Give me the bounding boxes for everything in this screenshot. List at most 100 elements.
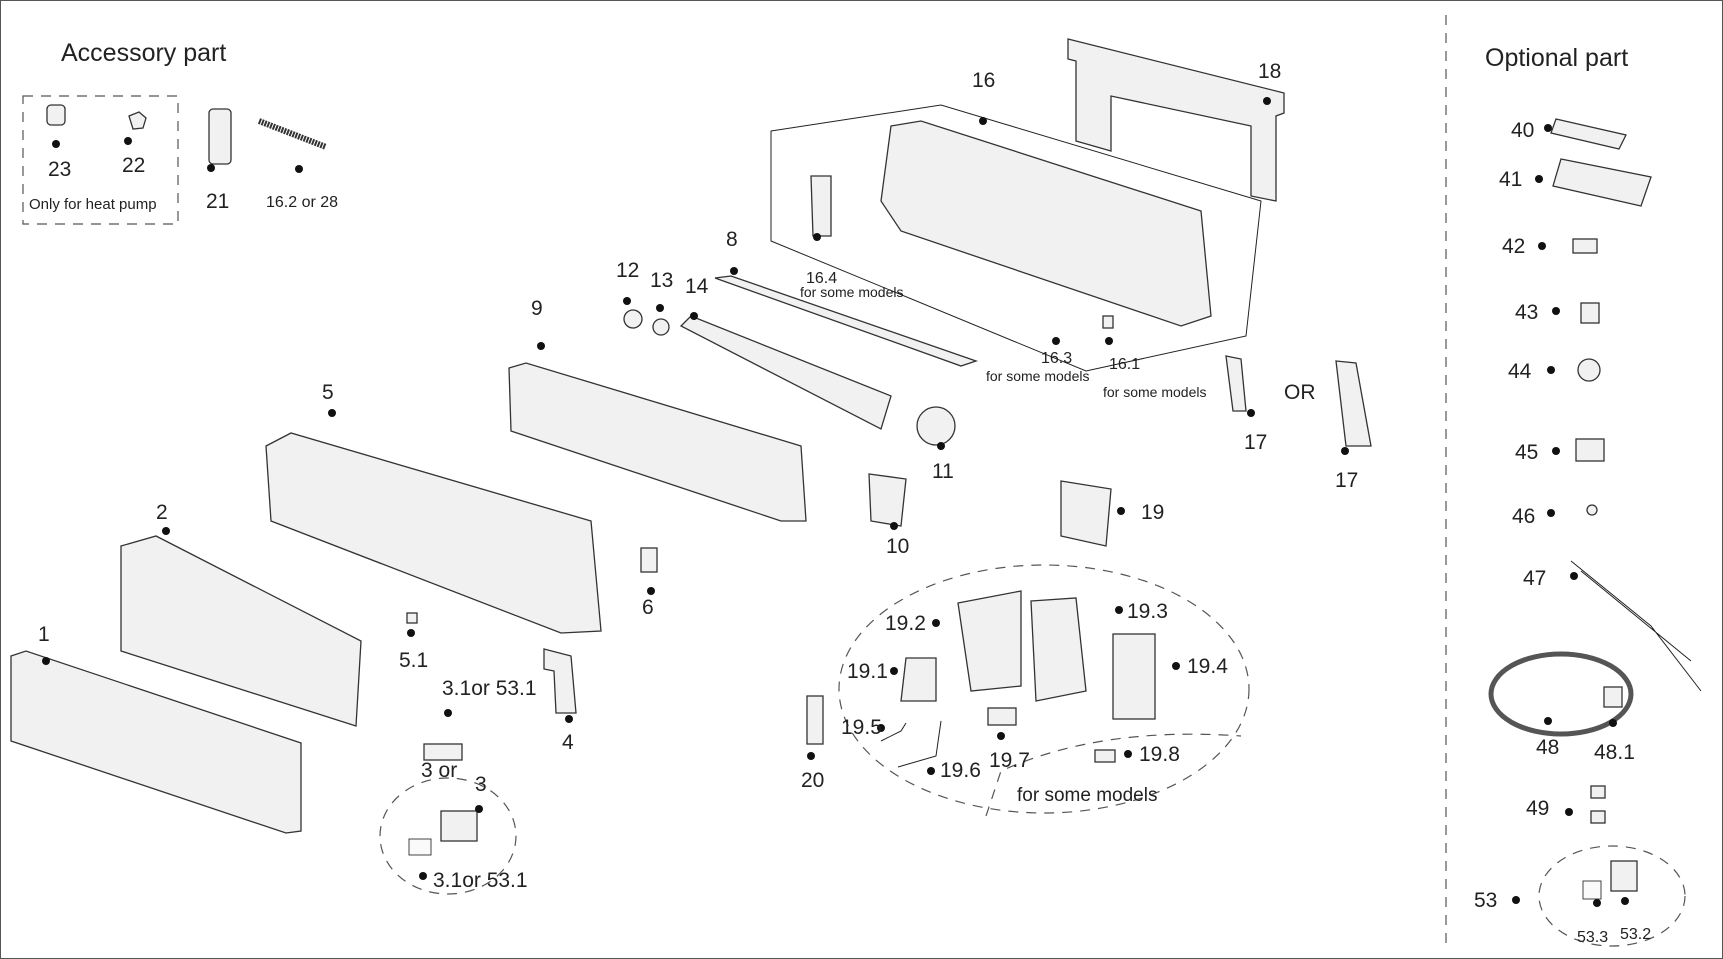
callout-dot [1570,572,1578,580]
callout-label: 8 [726,228,738,251]
callout-label: 17 [1244,431,1267,454]
callout-label: 19.7 [989,749,1030,772]
callout-label: 16.2 or 28 [266,194,338,211]
callout-label: 20 [801,769,824,792]
part-20 [806,695,824,745]
callout-dot [1124,750,1132,758]
part-19-1 [900,657,937,702]
part-17b [1335,360,1372,447]
part-14-fan [679,315,892,430]
callout-dot [623,297,631,305]
callout-dot [162,527,170,535]
part-42 [1572,238,1598,254]
callout-label: 19.6 [940,759,981,782]
callout-label: 41 [1499,168,1522,191]
display-board-group-outline [379,777,517,895]
part-23-fitting [46,104,66,126]
callout-dot [328,409,336,417]
callout-label: 53.2 [1620,926,1651,943]
part-40-filter [1550,118,1627,150]
callout-dot [1117,507,1125,515]
callout-label: 45 [1515,441,1538,464]
part-10 [868,473,907,527]
control-box-group-outline [838,564,1250,814]
callout-dot [1052,337,1060,345]
part-22-nut [128,111,147,130]
callout-dot [890,667,898,675]
part-44 [1577,358,1601,382]
callout-dot [1544,124,1552,132]
callout-dot [1535,175,1543,183]
callout-dot [1115,606,1123,614]
some-models-subgroup-outline [985,733,1242,817]
part-53-3 [1582,880,1602,900]
callout-label: 14 [685,275,709,298]
part-16-2-drain-hose [257,118,328,150]
heat-pump-note: Only for heat pump [29,196,157,213]
part-48-1 [1603,686,1623,708]
callout-label: 3.1or 53.1 [442,677,537,700]
callout-label: for some models [1017,785,1157,806]
part-3-1 [408,838,432,856]
part-19-8 [1094,749,1116,763]
callout-label: 16.1 [1109,356,1140,373]
callout-dot [927,767,935,775]
part-49b [1590,810,1606,824]
callout-label: 19.5 [841,716,882,739]
part-19-control-box [1060,480,1112,547]
part-3-display [423,743,463,761]
callout-label: for some models [1103,384,1206,400]
callout-label: 19.4 [1187,655,1228,678]
callout-label: 5.1 [399,649,428,672]
callout-dot [1538,242,1546,250]
callout-dot [295,165,303,173]
part-19-4 [1112,633,1156,720]
callout-label: 12 [616,259,639,282]
callout-label: 3 or [421,759,457,782]
callout-dot [932,619,940,627]
part-18-mounting-plate [1067,38,1285,202]
part-47-wire [1570,560,1702,692]
callout-dot [1512,896,1520,904]
callout-label: 2 [156,501,168,524]
part-43 [1580,302,1600,324]
callout-dot [1593,899,1601,907]
callout-label: 16.4 [806,270,837,287]
callout-dot [1609,719,1617,727]
callout-dot [890,522,898,530]
callout-dot [1247,409,1255,417]
callout-label: 21 [206,190,229,213]
callout-label: 19.8 [1139,743,1180,766]
callout-dot [1263,97,1271,105]
callout-label: 10 [886,535,909,558]
callout-label: 49 [1526,797,1549,820]
callout-label: 22 [122,154,145,177]
part-12-bearing [623,309,643,329]
callout-label: 23 [48,158,71,181]
part-6 [640,547,658,573]
callout-dot [1547,366,1555,374]
accessory-part-title: Accessory part [61,39,226,67]
part-45 [1575,438,1605,462]
callout-dot [1105,337,1113,345]
part-41-filter-frame [1552,158,1652,207]
part-1-front-panel [10,650,302,834]
part-19-5-19-6-sensors [880,720,942,768]
callout-dot [1552,307,1560,315]
callout-dot [444,709,452,717]
callout-dot [207,164,215,172]
callout-dot [877,724,885,732]
part-11-motor [916,406,956,446]
callout-label: 19.1 [847,660,888,683]
part-16-4 [810,175,832,237]
callout-label: 19.3 [1127,600,1168,623]
part-9-evaporator [508,362,807,522]
callout-dot [813,233,821,241]
callout-dot [1552,447,1560,455]
part-49a [1590,785,1606,799]
callout-dot [1172,662,1180,670]
callout-dot [537,342,545,350]
callout-label: 53.3 [1577,929,1608,946]
